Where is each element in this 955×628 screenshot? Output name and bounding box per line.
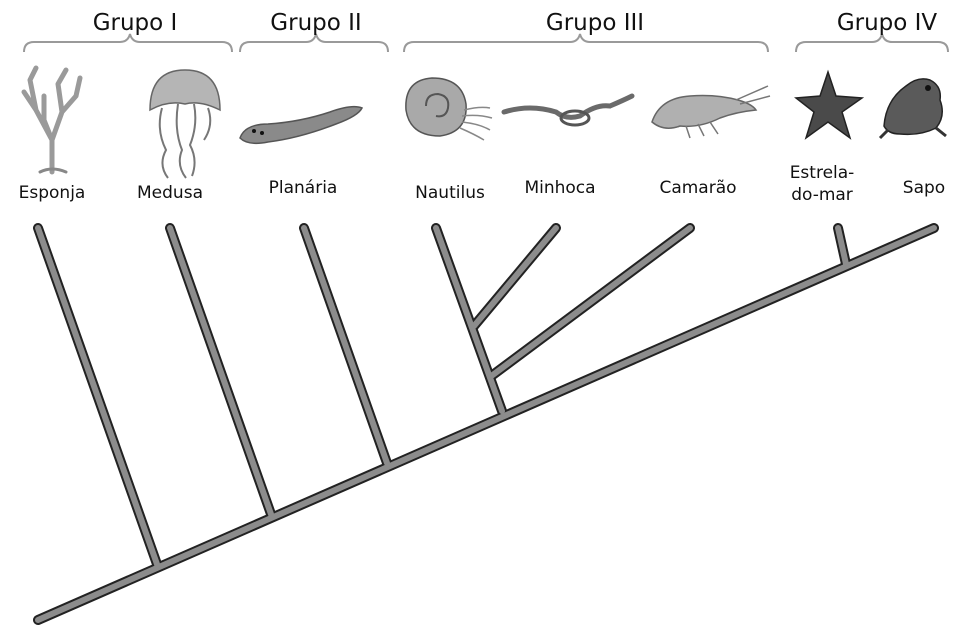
species-label-planaria: Planária <box>269 178 338 198</box>
bracket-grupo-2 <box>240 34 388 52</box>
species-label-estrela-line1: Estrela- <box>790 163 855 183</box>
branch-minhoca <box>474 228 556 326</box>
branch-camarao <box>490 228 690 377</box>
bracket-grupo-4 <box>796 34 948 52</box>
species-label-nautilus: Nautilus <box>415 183 485 203</box>
bracket-grupo-1 <box>24 34 232 52</box>
group-label-1: Grupo I <box>93 10 178 36</box>
sponge-icon <box>24 68 80 172</box>
species-label-esponja: Esponja <box>19 183 86 203</box>
branch-estrela <box>838 228 846 264</box>
earthworm-icon <box>504 96 632 125</box>
group-label-4: Grupo IV <box>837 10 938 36</box>
species-label-estrela-line2: do-mar <box>791 185 853 205</box>
shrimp-icon <box>652 86 770 138</box>
branch-nautilus <box>436 228 502 411</box>
branch-esponja <box>38 228 158 567</box>
species-label-sapo: Sapo <box>903 178 945 198</box>
branch-medusa <box>170 228 272 517</box>
group-label-3: Grupo III <box>546 10 644 36</box>
group-label-2: Grupo II <box>270 10 361 36</box>
branch-planaria <box>304 228 387 463</box>
starfish-icon <box>796 72 862 138</box>
planarian-icon <box>240 107 362 144</box>
group-brackets <box>24 34 948 52</box>
species-label-camarao: Camarão <box>659 178 736 198</box>
species-label-medusa: Medusa <box>137 183 203 203</box>
main-trunk <box>38 228 934 620</box>
species-label-minhoca: Minhoca <box>524 178 595 198</box>
cladogram-branches <box>38 228 934 620</box>
frog-icon <box>880 79 946 138</box>
bracket-grupo-3 <box>404 34 768 52</box>
jellyfish-icon <box>150 70 220 178</box>
nautilus-icon <box>406 78 492 140</box>
